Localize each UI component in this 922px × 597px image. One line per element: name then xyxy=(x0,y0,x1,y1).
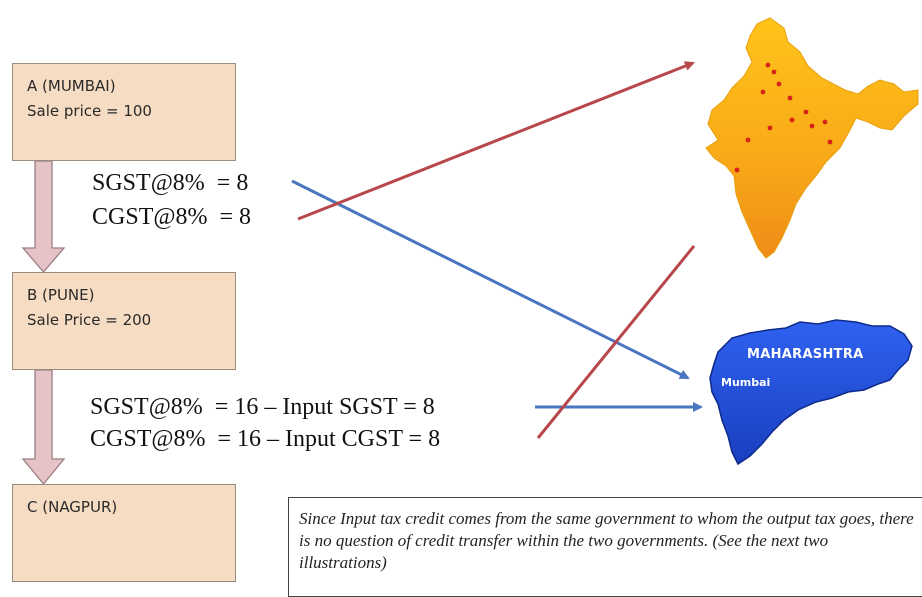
sgst-line-2: SGST@8% = 16 – Input SGST = 8 xyxy=(90,394,435,420)
sgst-arrow-1 xyxy=(291,179,690,380)
explanation-note: Since Input tax credit comes from the sa… xyxy=(288,497,922,597)
box-c-nagpur: C (NAGPUR) xyxy=(12,484,236,582)
box-b-sale-price: Sale Price = 200 xyxy=(27,311,152,329)
box-a-title: A (MUMBAI) xyxy=(27,77,116,95)
box-b-pune: B (PUNE) Sale Price = 200 xyxy=(12,272,236,370)
box-a-mumbai: A (MUMBAI) Sale price = 100 xyxy=(12,63,236,161)
sgst-line-1: SGST@8% = 8 xyxy=(92,170,249,196)
flow-arrow-a-to-b xyxy=(21,160,66,274)
box-a-sale-price: Sale price = 100 xyxy=(27,102,152,120)
cgst-line-1: CGST@8% = 8 xyxy=(92,204,251,230)
maharashtra-label: MAHARASHTRA xyxy=(747,347,864,362)
india-map-icon xyxy=(705,17,919,259)
box-b-title: B (PUNE) xyxy=(27,286,95,304)
cgst-line-2: CGST@8% = 16 – Input CGST = 8 xyxy=(90,426,441,452)
flow-arrow-b-to-c xyxy=(21,369,66,486)
mumbai-label: Mumbai xyxy=(721,376,771,389)
cgst-arrow-2 xyxy=(536,245,696,439)
cgst-arrow-1 xyxy=(297,61,695,221)
maharashtra-map-icon xyxy=(709,319,913,466)
box-c-title: C (NAGPUR) xyxy=(27,498,118,516)
